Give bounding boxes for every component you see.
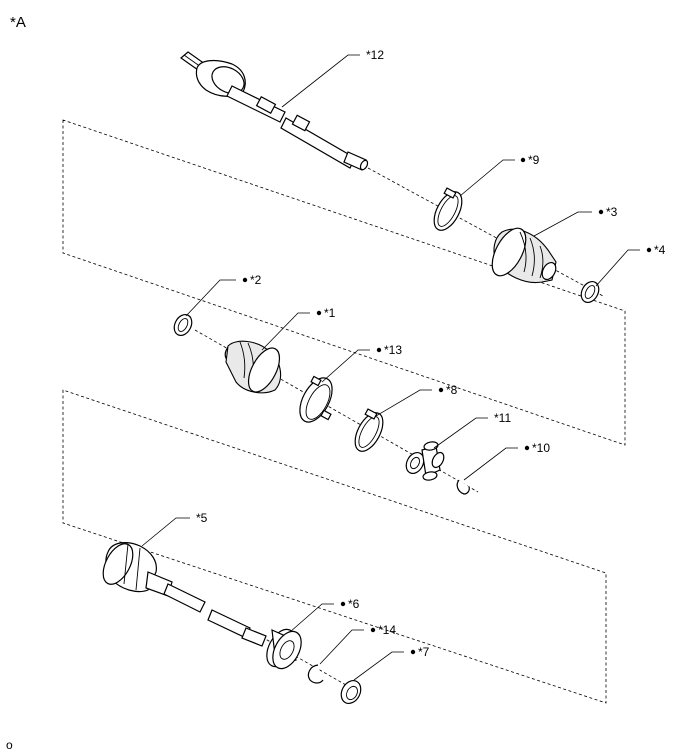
footer-mark: o — [6, 738, 13, 752]
lower-assembly-boundary — [62, 389, 607, 704]
upper-center-axis — [367, 167, 604, 297]
tripod-snap-ring — [456, 479, 470, 495]
outboard-boot-large-clamp — [433, 187, 463, 231]
callout-3: *3 — [606, 205, 618, 219]
callout-bullets — [242, 157, 652, 655]
inboard-joint-boot — [224, 340, 282, 394]
outboard-boot-small-clamp — [580, 280, 600, 304]
callout-12: *12 — [366, 48, 384, 62]
callout-4: *4 — [654, 243, 666, 257]
callout-14: *14 — [378, 623, 396, 637]
callout-2: *2 — [250, 273, 262, 287]
callout-8: *8 — [446, 383, 458, 397]
outboard-joint-shaft — [180, 51, 369, 171]
inboard-bearing — [266, 628, 302, 670]
inboard-joint-shaft — [102, 542, 267, 647]
callout-9: *9 — [528, 153, 540, 167]
outboard-joint-boot — [491, 227, 557, 284]
callout-13: *13 — [384, 343, 402, 357]
inboard-boot-large-clamp — [299, 375, 333, 423]
callout-1: *1 — [324, 306, 336, 320]
inboard-boot-band — [354, 408, 384, 452]
leader-lines — [141, 54, 640, 681]
inboard-snap-ring — [307, 664, 324, 684]
dust-deflector — [340, 679, 362, 705]
callout-10: *10 — [532, 441, 550, 455]
callout-5: *5 — [196, 511, 208, 525]
callout-6: *6 — [348, 597, 360, 611]
callout-11: *11 — [494, 411, 511, 425]
figure-label: *A — [10, 14, 26, 31]
tripod-joint — [405, 441, 445, 481]
callout-7: *7 — [418, 645, 430, 659]
upper-assembly-boundary — [62, 119, 626, 446]
inboard-boot-small-clamp — [173, 313, 193, 337]
